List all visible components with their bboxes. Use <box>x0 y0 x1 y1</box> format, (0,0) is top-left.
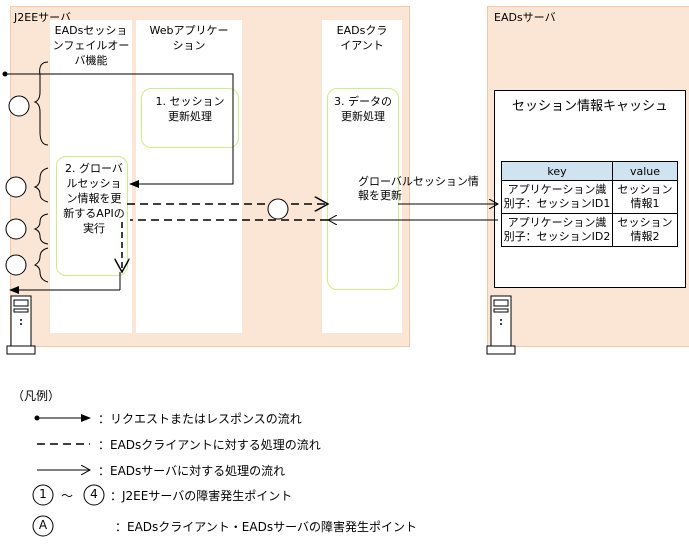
legend-server-flow: ：EADsサーバに対する処理の流れ <box>98 464 286 478</box>
row1-key: アプリケーション識別子：セッションID1 <box>501 180 613 214</box>
session-update-label: 1. セッション更新処理 <box>155 95 225 123</box>
session-update-box: 1. セッション更新処理 <box>141 88 239 148</box>
global-api-box: 2. グローバルセッション情報を更新するAPIの実行 <box>56 156 128 276</box>
legend-client-flow: ：EADsクライアントに対する処理の流れ <box>98 438 321 452</box>
update-arrow-label: グローバルセッション情報を更新 <box>358 175 479 202</box>
legend-j2ee-failure: ：J2EEサーバの障害発生ポイント <box>110 489 293 503</box>
data-update-label: 3. データの更新処理 <box>334 95 392 123</box>
session-cache-title: セッション情報キャッシュ <box>511 99 668 114</box>
failover-column-title: EADsセッションフェイルオーバ機能 <box>52 24 130 67</box>
legend-point-1: 1 <box>39 487 47 501</box>
legend-request-flow: ：リクエストまたはレスポンスの流れ <box>98 412 302 426</box>
web-app-column-title: Webアプリケーション <box>149 24 229 52</box>
legend-point-a: A <box>38 518 48 532</box>
eads-server-title: EADsサーバ <box>494 11 556 24</box>
legend-eads-failure: ：EADsクライアント・EADsサーバの障害発生ポイント <box>115 520 417 534</box>
value-header: value <box>612 161 678 181</box>
data-update-box: 3. データの更新処理 <box>327 88 399 290</box>
eads-server-icon <box>486 295 516 355</box>
web-app-column: Webアプリケーション <box>136 20 242 333</box>
session-cache: セッション情報キャッシュ key value アプリケーション識別子：セッション… <box>494 90 686 288</box>
j2ee-server-icon <box>6 295 36 355</box>
eads-client-column-title: EADsクライアント <box>336 24 388 52</box>
session-cache-table: key value アプリケーション識別子：セッションID1 セッション情報1 … <box>501 161 678 247</box>
legend-point-4: 4 <box>90 487 98 501</box>
global-api-label: 2. グローバルセッション情報を更新するAPIの実行 <box>63 162 125 235</box>
row2-value: セッション情報2 <box>612 213 678 247</box>
legend-title: （凡例） <box>12 389 61 403</box>
table-row: アプリケーション識別子：セッションID2 セッション情報2 <box>501 213 678 247</box>
legend-tilde: ～ <box>61 489 74 503</box>
